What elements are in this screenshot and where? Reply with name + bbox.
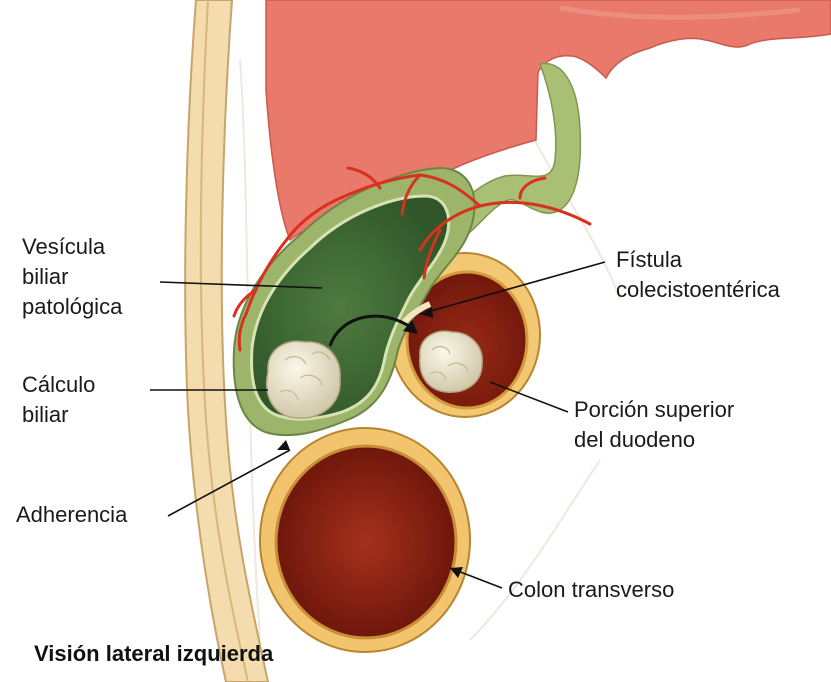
- label-colon: Colon transverso: [508, 575, 674, 605]
- figure-caption: Visión lateral izquierda: [34, 641, 273, 667]
- label-gallbladder: Vesícula biliar patológica: [22, 232, 122, 322]
- label-duodenum: Porción superior del duodeno: [574, 395, 734, 455]
- label-gallbladder-line1: Vesícula: [22, 232, 122, 262]
- gallstone-in-gallbladder: [267, 341, 341, 418]
- label-duodenum-line2: del duodeno: [574, 425, 734, 455]
- label-fistula: Fístula colecistoentérica: [616, 245, 780, 305]
- label-fistula-line1: Fístula: [616, 245, 780, 275]
- label-adhesion: Adherencia: [16, 500, 127, 530]
- gallstone-in-duodenum: [420, 331, 482, 392]
- label-colon-text: Colon transverso: [508, 575, 674, 605]
- label-stone: Cálculo biliar: [22, 370, 95, 430]
- label-fistula-line2: colecistoentérica: [616, 275, 780, 305]
- label-gallbladder-line3: patológica: [22, 292, 122, 322]
- label-stone-line2: biliar: [22, 400, 95, 430]
- label-duodenum-line1: Porción superior: [574, 395, 734, 425]
- label-gallbladder-line2: biliar: [22, 262, 122, 292]
- label-adhesion-text: Adherencia: [16, 500, 127, 530]
- label-stone-line1: Cálculo: [22, 370, 95, 400]
- colon-lumen: [276, 446, 456, 638]
